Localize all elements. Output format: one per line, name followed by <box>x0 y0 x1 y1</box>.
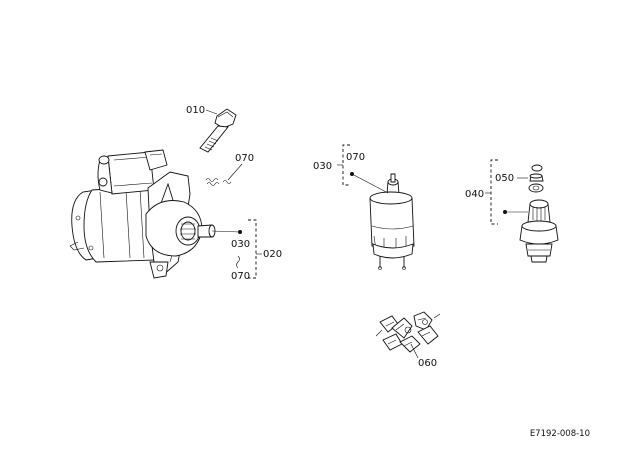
label-bolt: 010 <box>186 105 205 116</box>
spring-washer-part <box>205 178 232 186</box>
reference-code: E7192-008-10 <box>530 429 590 439</box>
label-brush-holder: 060 <box>418 358 437 369</box>
squiggle-starter <box>236 255 240 269</box>
label-starter-assembly: 020 <box>263 249 282 260</box>
label-kit-050: 050 <box>495 173 514 184</box>
label-kit-040: 040 <box>465 189 484 200</box>
label-starter-030: 030 <box>231 239 250 250</box>
bolt-part <box>199 108 237 153</box>
bracket-solenoid <box>342 144 350 186</box>
leader-dot-starter <box>238 230 242 234</box>
leader-spring-washer <box>227 163 243 181</box>
leader-starter <box>211 230 241 233</box>
label-solenoid-070: 070 <box>346 152 365 163</box>
starter-motor-part <box>69 149 216 279</box>
bracket-pinion-kit <box>490 159 498 225</box>
label-spring-washer: 070 <box>235 153 254 164</box>
leader-dot-solenoid <box>350 172 354 176</box>
solenoid-part <box>369 173 415 270</box>
leader-solenoid <box>351 173 389 194</box>
leader-bolt <box>205 109 218 115</box>
leader-dot-kit <box>503 210 507 214</box>
pinion-kit-part <box>519 164 559 263</box>
label-starter-070: 070 <box>231 271 250 282</box>
brush-holder-part <box>375 311 441 353</box>
leader-brush-holder <box>410 343 419 359</box>
label-solenoid-030: 030 <box>313 161 332 172</box>
